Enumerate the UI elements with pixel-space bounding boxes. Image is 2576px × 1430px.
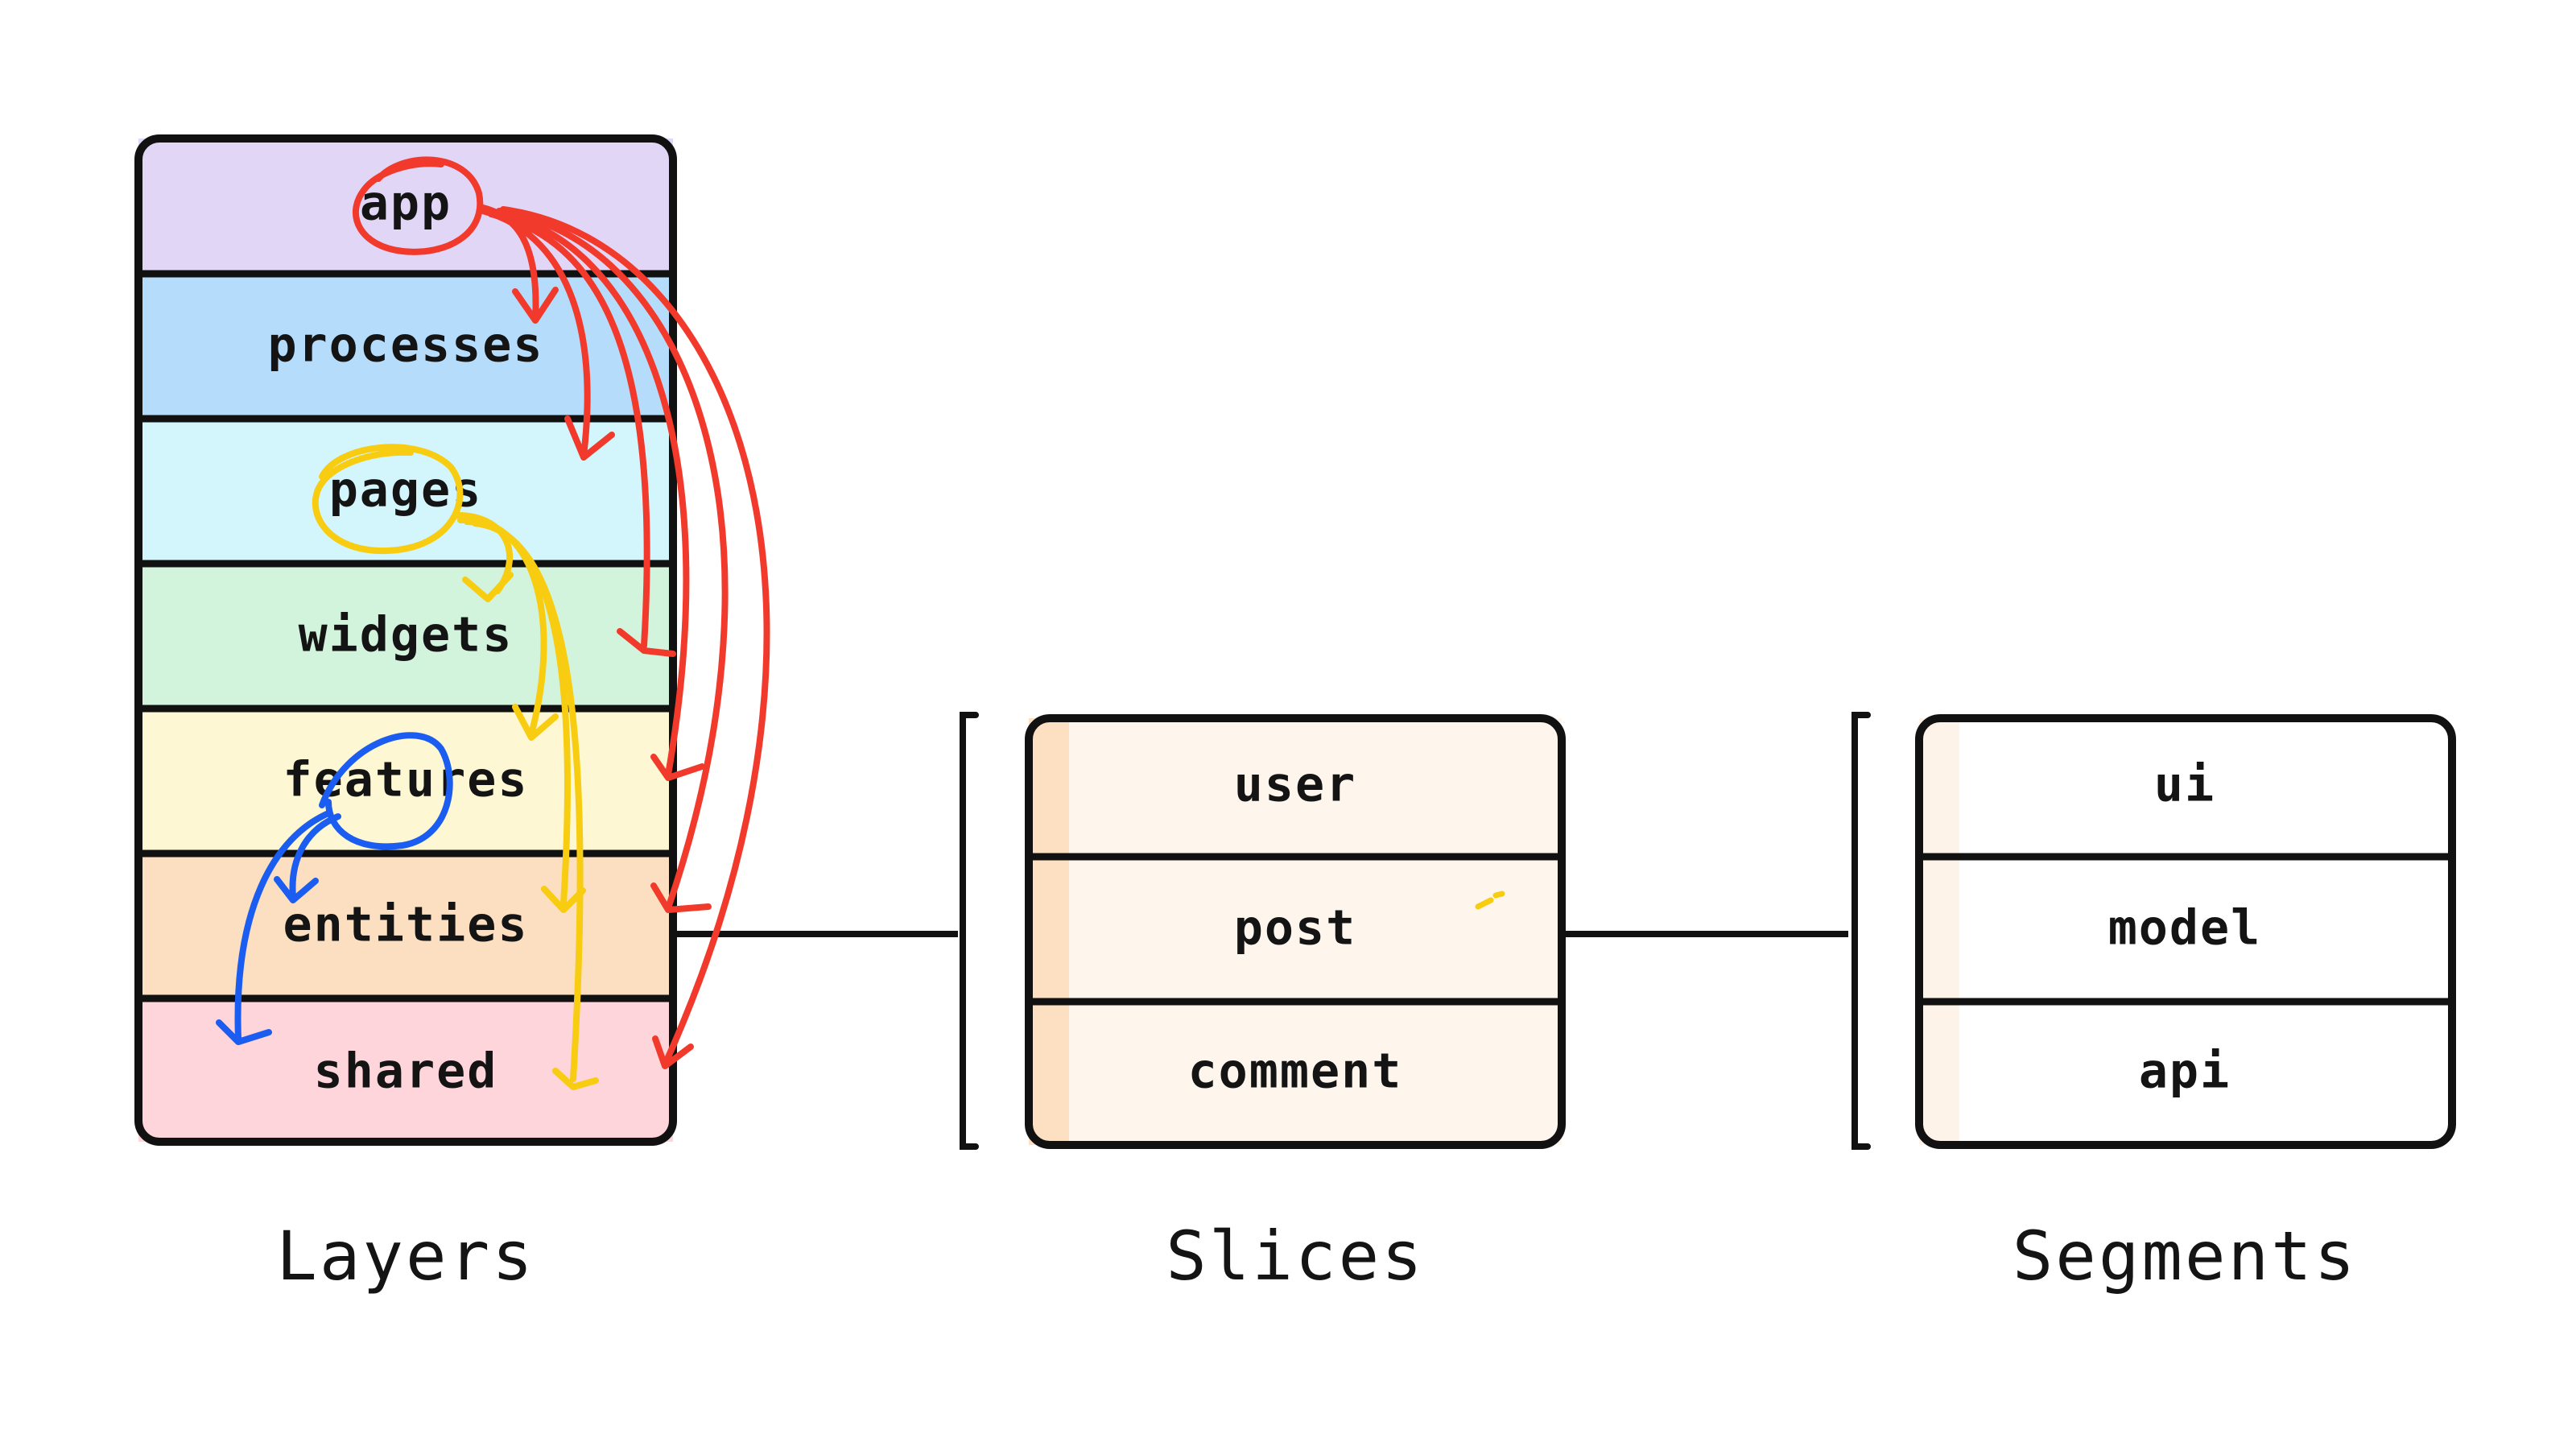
red-arrow-to-features (492, 209, 705, 781)
slice-label-post: post (1234, 900, 1357, 957)
segments-frame (1915, 714, 2456, 1149)
segment-label-ui: ui (2154, 757, 2215, 813)
slices-accent-strip (1029, 718, 1069, 1145)
layer-entities-band (138, 853, 673, 998)
caption-segments: Segments (2013, 1217, 2358, 1296)
caption-layers: Layers (276, 1217, 535, 1296)
slices-fill (1029, 718, 1562, 1145)
blue-arrow-to-entities (274, 813, 341, 903)
blue-annotation-arrows (216, 732, 453, 1045)
yellow-speck-mark (1475, 891, 1505, 910)
yellow-arrow-to-widgets (454, 512, 514, 602)
yellow-arrow-to-shared (472, 520, 599, 1090)
slices-bracket (960, 712, 979, 1150)
red-annotation-arrows (353, 156, 770, 1069)
layers-frame (134, 134, 677, 1146)
red-circle-app (353, 156, 484, 255)
segments-stack: ui model api (1915, 714, 2456, 1149)
caption-slices: Slices (1166, 1217, 1424, 1296)
slices-frame (1025, 714, 1566, 1149)
blue-circle-features (319, 732, 453, 850)
blue-arrow-to-shared (216, 810, 332, 1045)
layer-label-shared: shared (314, 1044, 498, 1100)
layer-label-widgets: widgets (299, 607, 514, 663)
layer-label-features: features (283, 752, 529, 808)
layer-widgets-band (138, 564, 673, 709)
segments-bracket (1852, 712, 1871, 1150)
segment-label-api: api (2139, 1044, 2231, 1100)
slice-label-comment: comment (1188, 1044, 1403, 1100)
segment-label-model: model (2108, 900, 2262, 957)
red-arrow-to-shared (500, 206, 770, 1069)
red-arrow-to-widgets (488, 211, 676, 657)
slice-label-user: user (1234, 757, 1357, 813)
segments-fill (1919, 718, 2452, 1145)
red-arrow-to-entities (496, 208, 729, 913)
yellow-annotation-arrows (312, 444, 599, 1090)
layer-label-entities: entities (283, 897, 529, 953)
segments-accent-strip (1919, 718, 1959, 1145)
yellow-circle-pages (312, 444, 464, 555)
layer-label-app: app (360, 176, 452, 232)
slices-stack: user post comment (1025, 714, 1566, 1149)
layer-shared-band (138, 998, 673, 1142)
layer-label-processes: processes (267, 317, 543, 374)
